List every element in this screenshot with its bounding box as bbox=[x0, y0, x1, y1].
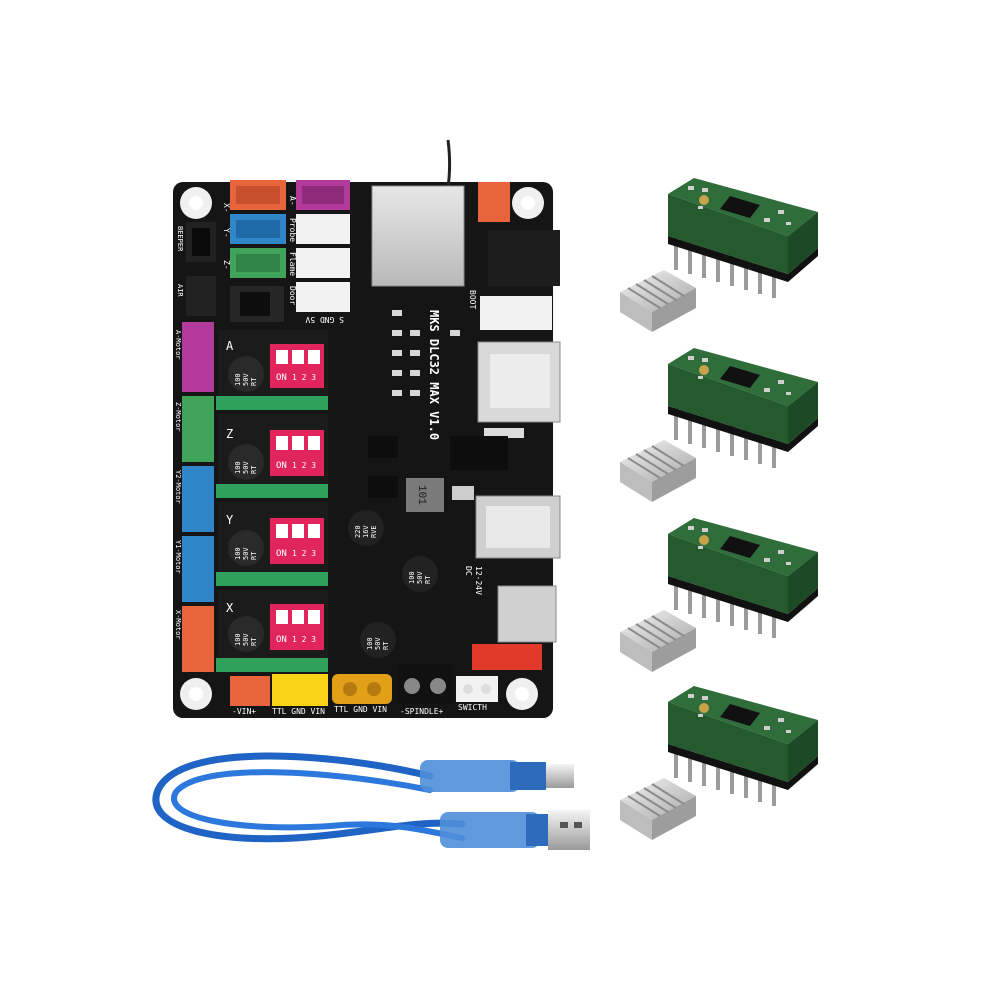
svg-text:RT: RT bbox=[250, 377, 258, 386]
ttl-connector-yellow bbox=[272, 674, 328, 706]
z-limit-label: Z- bbox=[222, 260, 231, 270]
dc-voltage-label: 12-24V bbox=[474, 566, 483, 595]
svg-text:16V: 16V bbox=[362, 525, 370, 538]
air-label: AIR bbox=[176, 284, 184, 297]
driver-chip bbox=[450, 436, 508, 470]
svg-text:RT: RT bbox=[250, 637, 258, 646]
svg-text:100: 100 bbox=[234, 461, 242, 474]
capacitor: 100 50V RT bbox=[360, 622, 396, 658]
svg-text:RT: RT bbox=[250, 465, 258, 474]
svg-text:50V: 50V bbox=[242, 547, 250, 560]
ttl-connector-xt bbox=[332, 674, 392, 704]
switch-connector bbox=[456, 676, 498, 702]
driver-socket-z: Z ON 1 2 3 100 50V RT bbox=[216, 414, 328, 498]
axis-label: Z bbox=[226, 427, 233, 441]
spindle-label: -SPINDLE+ bbox=[400, 707, 444, 716]
stepper-driver-module bbox=[668, 348, 818, 468]
y1-motor-connector bbox=[182, 536, 214, 602]
z-motor-connector bbox=[182, 396, 214, 462]
stepper-driver-module bbox=[668, 518, 818, 638]
dc-label: DC bbox=[464, 566, 473, 576]
dip-nums-label: 1 2 3 bbox=[292, 549, 316, 558]
s-gnd-5v-label: S GND 5V bbox=[305, 315, 344, 324]
stepper-driver-module bbox=[668, 686, 818, 806]
inductor-label: 101 bbox=[415, 485, 427, 505]
dip-on-label: ON bbox=[276, 549, 287, 559]
svg-text:100: 100 bbox=[234, 547, 242, 560]
heatsink bbox=[619, 439, 697, 503]
svg-text:50V: 50V bbox=[242, 461, 250, 474]
probe-label: Probe bbox=[288, 218, 297, 242]
driver-socket-y: Y ON 1 2 3 100 50V RT bbox=[216, 502, 328, 586]
a-motor-connector bbox=[182, 322, 214, 392]
a-motor-label: A-Motor bbox=[174, 330, 182, 360]
dip-nums-label: 1 2 3 bbox=[292, 373, 316, 382]
vin-label: -VIN+ bbox=[232, 707, 256, 716]
capacitor: 220 16V RVE bbox=[348, 510, 384, 546]
heatsink bbox=[619, 609, 697, 673]
y2-motor-label: Y2-Motor bbox=[174, 470, 182, 504]
inductor bbox=[406, 478, 444, 512]
vin-connector bbox=[230, 676, 270, 706]
dip-on-label: ON bbox=[276, 373, 287, 383]
svg-text:RT: RT bbox=[382, 641, 390, 650]
svg-text:RT: RT bbox=[250, 551, 258, 560]
svg-text:50V: 50V bbox=[242, 373, 250, 386]
svg-text:100: 100 bbox=[234, 633, 242, 646]
svg-text:100: 100 bbox=[366, 637, 374, 650]
axis-label: X bbox=[226, 601, 234, 615]
dip-on-label: ON bbox=[276, 635, 287, 645]
beeper-label: BEEPER bbox=[176, 226, 184, 252]
heatsink bbox=[619, 269, 697, 333]
y2-motor-connector bbox=[182, 466, 214, 532]
mks-dlc32-board: X- Y- Z- A- Probe Flame Door S GND 5V BO… bbox=[173, 139, 561, 718]
capacitor: 100 50V RT bbox=[402, 556, 438, 592]
boot-label: BOOT bbox=[468, 290, 477, 309]
dip-on-label: ON bbox=[276, 461, 287, 471]
a-limit-label: A- bbox=[288, 196, 297, 206]
heatsink bbox=[619, 777, 697, 841]
probe-connector bbox=[296, 214, 350, 244]
axis-label: Y bbox=[226, 513, 234, 527]
svg-text:50V: 50V bbox=[242, 633, 250, 646]
stepper-driver-module bbox=[668, 178, 818, 298]
dc-jack bbox=[488, 230, 560, 286]
svg-text:50V: 50V bbox=[374, 637, 382, 650]
ttl-gnd-vin-label-2: TTL GND VIN bbox=[334, 705, 387, 714]
usb-b-plug bbox=[420, 760, 574, 792]
dc-input-terminal bbox=[497, 585, 557, 643]
y1-motor-label: Y1-Motor bbox=[174, 540, 182, 574]
x-limit-label: X- bbox=[222, 203, 231, 213]
dip-nums-label: 1 2 3 bbox=[292, 461, 316, 470]
door-label: Door bbox=[288, 286, 297, 305]
switch-label: SWICTH bbox=[458, 703, 487, 712]
air-connector bbox=[186, 276, 216, 316]
small-orange-connector bbox=[478, 182, 510, 222]
door-connector bbox=[296, 282, 350, 312]
axis-label: A bbox=[226, 339, 234, 353]
svg-text:220: 220 bbox=[354, 525, 362, 538]
ttl-gnd-vin-label-1: TTL GND VIN bbox=[272, 707, 325, 716]
svg-text:RVE: RVE bbox=[370, 525, 378, 538]
svg-text:50V: 50V bbox=[416, 571, 424, 584]
z-motor-label: Z-Motor bbox=[174, 402, 182, 432]
dip-nums-label: 1 2 3 bbox=[292, 635, 316, 644]
esp32-module bbox=[371, 185, 465, 287]
svg-text:100: 100 bbox=[234, 373, 242, 386]
flame-label: Flame bbox=[288, 252, 297, 276]
flame-connector bbox=[296, 248, 350, 278]
usb-a-plug bbox=[440, 810, 590, 850]
y-limit-label: Y- bbox=[222, 228, 231, 238]
board-title: MKS DLC32 MAX V1.0 bbox=[427, 310, 441, 440]
svg-text:100: 100 bbox=[408, 571, 416, 584]
driver-socket-a: A ON 1 2 3 100 50V RT bbox=[216, 330, 328, 410]
svg-text:RT: RT bbox=[424, 575, 432, 584]
usb-cable bbox=[152, 752, 590, 850]
driver-socket-x: X ON 1 2 3 100 50V RT bbox=[216, 590, 328, 672]
x-motor-connector bbox=[182, 606, 214, 672]
x-motor-label: X-Motor bbox=[174, 610, 182, 640]
